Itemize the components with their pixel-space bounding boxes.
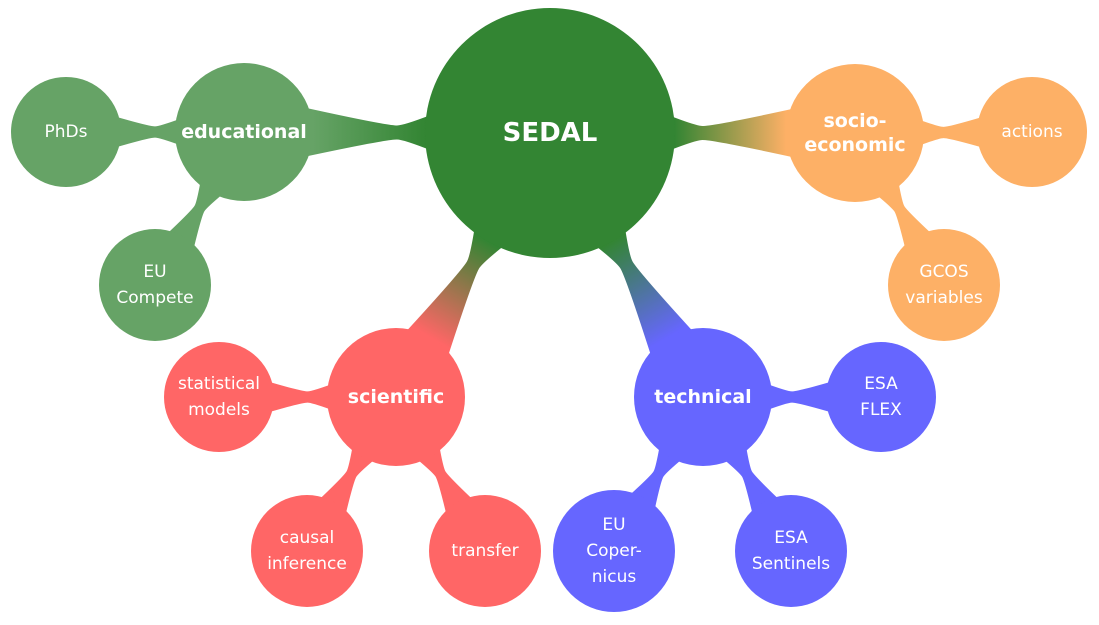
gcos-variables-label: GCOS (919, 262, 968, 282)
statistical-models-circle (164, 342, 274, 452)
statistical-models-label: models (188, 400, 250, 420)
socio-economic-label: economic (804, 134, 905, 156)
scientific-circle (327, 328, 465, 466)
actions-circle (977, 77, 1087, 187)
esa-flex-circle (826, 342, 936, 452)
eu-copernicus-label: Coper- (586, 541, 642, 561)
node-scientific[interactable]: scientific (327, 328, 465, 466)
esa-flex-label: FLEX (860, 400, 902, 420)
eu-compete-label: Compete (116, 288, 193, 308)
sedal-circle (425, 8, 675, 258)
technical-label: technical (654, 386, 751, 408)
statistical-models-label: statistical (178, 374, 260, 394)
node-causal-inference[interactable]: causal inference (251, 495, 363, 607)
causal-inference-circle (251, 495, 363, 607)
node-technical[interactable]: technical (634, 328, 772, 466)
node-sedal[interactable]: SEDAL (425, 8, 675, 258)
actions-label: actions (1001, 122, 1062, 142)
node-esa-flex[interactable]: ESA FLEX (826, 342, 936, 452)
esa-sentinels-circle (735, 495, 847, 607)
eu-copernicus-circle (553, 490, 675, 612)
node-esa-sentinels[interactable]: ESA Sentinels (735, 495, 847, 607)
node-socio-economic[interactable]: socio-economic (786, 64, 924, 202)
gcos-variables-circle (888, 229, 1000, 341)
phds-label: PhDs (45, 122, 88, 142)
node-educational[interactable]: educational (175, 63, 313, 201)
transfer-circle (429, 495, 541, 607)
esa-sentinels-label: Sentinels (752, 554, 830, 574)
phds-circle (11, 77, 121, 187)
node-eu-copernicus[interactable]: EU Coper-nicus (553, 490, 675, 612)
causal-inference-label: causal (280, 528, 335, 548)
node-actions[interactable]: actions (977, 77, 1087, 187)
causal-inference-label: inference (267, 554, 347, 574)
eu-compete-circle (99, 229, 211, 341)
socio-economic-circle (786, 64, 924, 202)
gcos-variables-label: variables (905, 288, 983, 308)
eu-copernicus-label: EU (602, 515, 625, 535)
eu-copernicus-label: nicus (592, 567, 637, 587)
educational-circle (175, 63, 313, 201)
sedal-label: SEDAL (503, 118, 598, 148)
technical-circle (634, 328, 772, 466)
node-statistical-models[interactable]: statistical models (164, 342, 274, 452)
scientific-label: scientific (348, 386, 444, 408)
esa-flex-label: ESA (864, 374, 898, 394)
socio-economic-label: socio- (823, 110, 886, 132)
node-transfer[interactable]: transfer (429, 495, 541, 607)
esa-sentinels-label: ESA (774, 528, 808, 548)
eu-compete-label: EU (143, 262, 166, 282)
transfer-label: transfer (451, 541, 518, 561)
educational-label: educational (181, 121, 307, 143)
node-phds[interactable]: PhDs (11, 77, 121, 187)
node-eu-compete[interactable]: EU Compete (99, 229, 211, 341)
node-gcos-variables[interactable]: GCOS variables (888, 229, 1000, 341)
